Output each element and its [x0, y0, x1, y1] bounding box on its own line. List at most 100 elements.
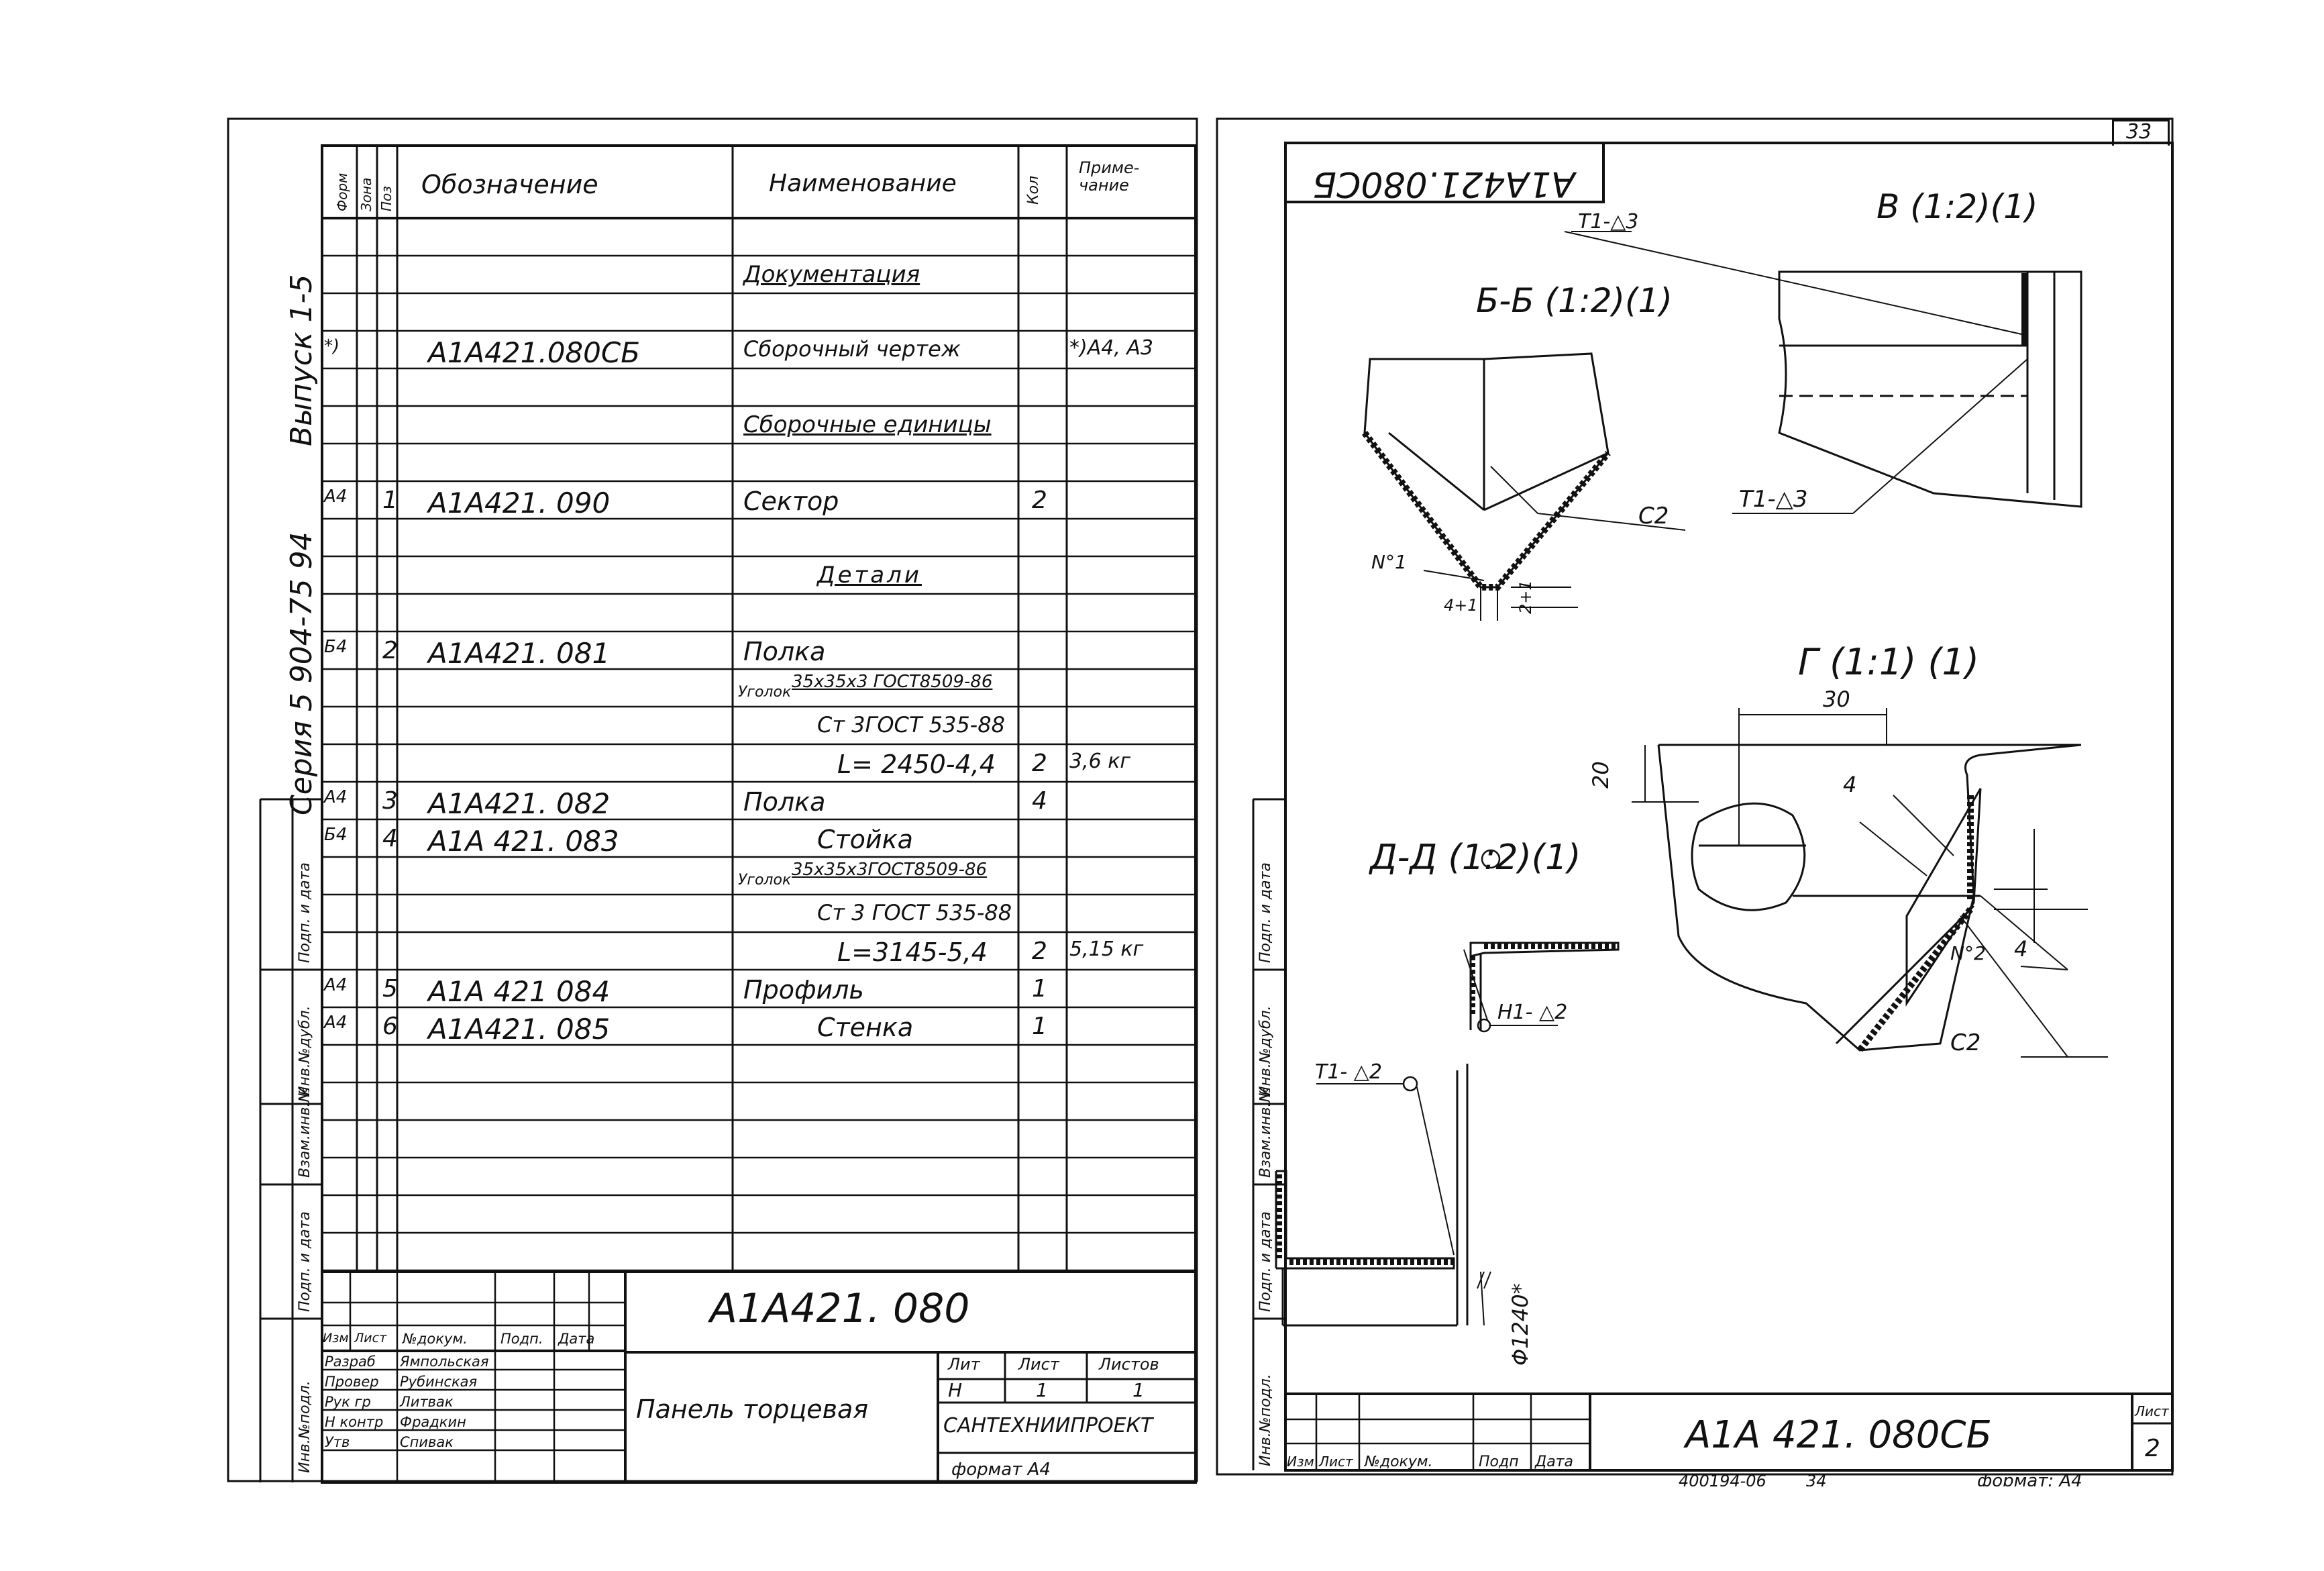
- row-name: Ст 3 ГОСТ 535-88: [817, 900, 1012, 925]
- annot-2p1: 2+1: [1516, 580, 1535, 614]
- row-section: Детали: [817, 562, 922, 589]
- row-format: А4: [324, 787, 348, 807]
- right-sheet: Т1-△3 Т1-△3 С2 N°1 4+1 2+1 30 20 4 4 N°2…: [1216, 117, 2175, 1486]
- view-g-drawing: [1632, 708, 2108, 1058]
- tb-org: САНТЕХНИИПРОЕКТ: [943, 1414, 1153, 1437]
- annot-t1-d2: Т1- △2: [1315, 1060, 1382, 1084]
- annot-30: 30: [1823, 687, 1850, 712]
- stamp-label-inv-podl: Инв.№подл.: [297, 1380, 313, 1473]
- issue-vertical: Выпуск 1-5: [284, 274, 319, 446]
- row-note: *)А4, А3: [1069, 336, 1153, 360]
- row-name: Стенка: [817, 1013, 914, 1042]
- section-dd-drawing: [1275, 849, 1620, 1327]
- row-pos: 2: [382, 637, 398, 664]
- annot-c2-b: С2: [1950, 1029, 1980, 1056]
- annot-4a: 4: [1843, 772, 1856, 797]
- tb-person: Ямпольская: [400, 1354, 489, 1370]
- view-bb-title: Б-Б (1:2)(1): [1476, 281, 1673, 320]
- annot-4b: 4: [2014, 936, 2027, 962]
- tb-title: Панель торцевая: [636, 1395, 869, 1424]
- tb-lit: Н: [948, 1379, 963, 1401]
- left-sheet: Форм Зона Поз Обозначение Наименование К…: [227, 117, 1200, 1486]
- annot-c2-a: С2: [1638, 503, 1669, 529]
- page-number-box: 33: [2112, 119, 2170, 146]
- right-frame: Т1-△3 Т1-△3 С2 N°1 4+1 2+1 30 20 4 4 N°2…: [1216, 117, 2174, 1486]
- header-pos: Поз: [378, 186, 394, 211]
- row-name-prefix: Уголок: [738, 872, 792, 889]
- row-format: Б4: [324, 637, 348, 657]
- row-name: Полка: [743, 637, 826, 666]
- r-stamp-label-vzam: Взам.инв.№: [1257, 1086, 1274, 1178]
- annot-t1-d3-top: Т1-△3: [1578, 210, 1638, 234]
- row-format: *): [324, 336, 340, 356]
- row-name: Стойка: [817, 825, 913, 854]
- r-stamp-label-podp-data: Подп. и дата: [1257, 1211, 1274, 1312]
- rtb-col-podp: Подп: [1479, 1454, 1519, 1470]
- row-section: Документация: [743, 261, 920, 288]
- tb-sheet-label: Лист: [1018, 1355, 1059, 1374]
- row-designation: A1A421. 081: [428, 637, 611, 670]
- row-qty: 1: [1032, 975, 1047, 1003]
- r-stamp-label-inv-podl: Инв.№подл.: [1257, 1374, 1274, 1466]
- annot-4p1: 4+1: [1444, 596, 1478, 615]
- row-pos: 3: [382, 787, 398, 815]
- annot-t1-d3-bottom: Т1-△3: [1739, 486, 1807, 513]
- view-dd-title: Д-Д (1:2)(1): [1369, 838, 1581, 878]
- rtb-col-ndok: №докум.: [1364, 1454, 1432, 1470]
- tb-col-list: Лист: [354, 1331, 387, 1346]
- annot-dia: Φ1240*: [1508, 1283, 1533, 1366]
- row-designation: A1A421. 085: [428, 1013, 611, 1046]
- tb-col-podp: Подп.: [500, 1331, 543, 1347]
- tb-person: Спивак: [400, 1434, 454, 1450]
- row-designation: A1A421. 090: [428, 487, 611, 519]
- row-format: А4: [324, 975, 348, 995]
- tb-lit-label: Лит: [948, 1355, 980, 1374]
- tb-person: Фрадкин: [400, 1414, 466, 1430]
- rtb-sheet-label: Лист: [2134, 1403, 2170, 1419]
- row-qty: 2: [1032, 750, 1047, 777]
- stamp-label-podp-data: Подп. и дата: [297, 1211, 313, 1312]
- stamp-label-podp-data-2: Подп. и дата: [297, 862, 313, 963]
- annot-20: 20: [1588, 761, 1614, 789]
- rtb-col-izm: Изм: [1287, 1454, 1314, 1470]
- header-qty: Кол: [1025, 175, 1042, 205]
- row-designation: A1A 421. 083: [428, 825, 619, 858]
- tb-role: Н контр: [325, 1414, 384, 1430]
- header-name: Наименование: [769, 170, 957, 197]
- header-zone: Зона: [358, 177, 374, 211]
- tb-person: Рубинская: [400, 1374, 478, 1390]
- row-pos: 6: [382, 1013, 398, 1040]
- tb-role: Утв: [325, 1434, 350, 1450]
- r-stamp-label-inv-dubl: Инв.№дубл.: [1257, 1005, 1274, 1097]
- stamp-upside-down: A1A421.080СБ: [1312, 164, 1577, 204]
- section-bb-drawing: [1362, 352, 1686, 621]
- series-vertical: Серия 5 904-75 94: [284, 531, 319, 815]
- stamp-label-vzam: Взам.инв.№: [297, 1086, 313, 1178]
- row-section: Сборочные единицы: [743, 411, 992, 438]
- row-name: Полка: [743, 787, 826, 817]
- row-note: 3,6 кг: [1069, 750, 1131, 773]
- tb-col-ndok: №докум.: [403, 1331, 468, 1347]
- row-name: 35x35x3ГОСТ8509-86: [792, 860, 988, 880]
- r-stamp-label-podp-data-2: Подп. и дата: [1257, 862, 1274, 963]
- row-designation: A1A 421 084: [428, 975, 611, 1008]
- row-qty: 2: [1032, 937, 1047, 965]
- tb-col-data: Дата: [558, 1331, 595, 1347]
- spec-row-lines: [322, 254, 1196, 1272]
- rtb-col-list: Лист: [1318, 1454, 1354, 1470]
- header-designation: Обозначение: [421, 170, 598, 199]
- row-name: Сектор: [743, 487, 839, 516]
- row-name: Сборочный чертеж: [743, 336, 961, 362]
- row-name: L=3145-5,4: [837, 937, 988, 967]
- tb-sheets: 1: [1132, 1379, 1145, 1401]
- row-name: 35x35x3 ГОСТ8509-86: [792, 672, 993, 692]
- row-designation: A1A421. 082: [428, 787, 611, 820]
- row-format: Б4: [324, 825, 348, 845]
- view-v-drawing: [1564, 231, 2082, 514]
- view-v-title: В (1:2)(1): [1877, 187, 2038, 226]
- row-pos: 4: [382, 825, 398, 852]
- rtb-sheet: 2: [2145, 1435, 2160, 1462]
- tb-sheets-label: Листов: [1099, 1355, 1159, 1374]
- left-frame: [227, 117, 1198, 1484]
- row-pos: 5: [382, 975, 398, 1003]
